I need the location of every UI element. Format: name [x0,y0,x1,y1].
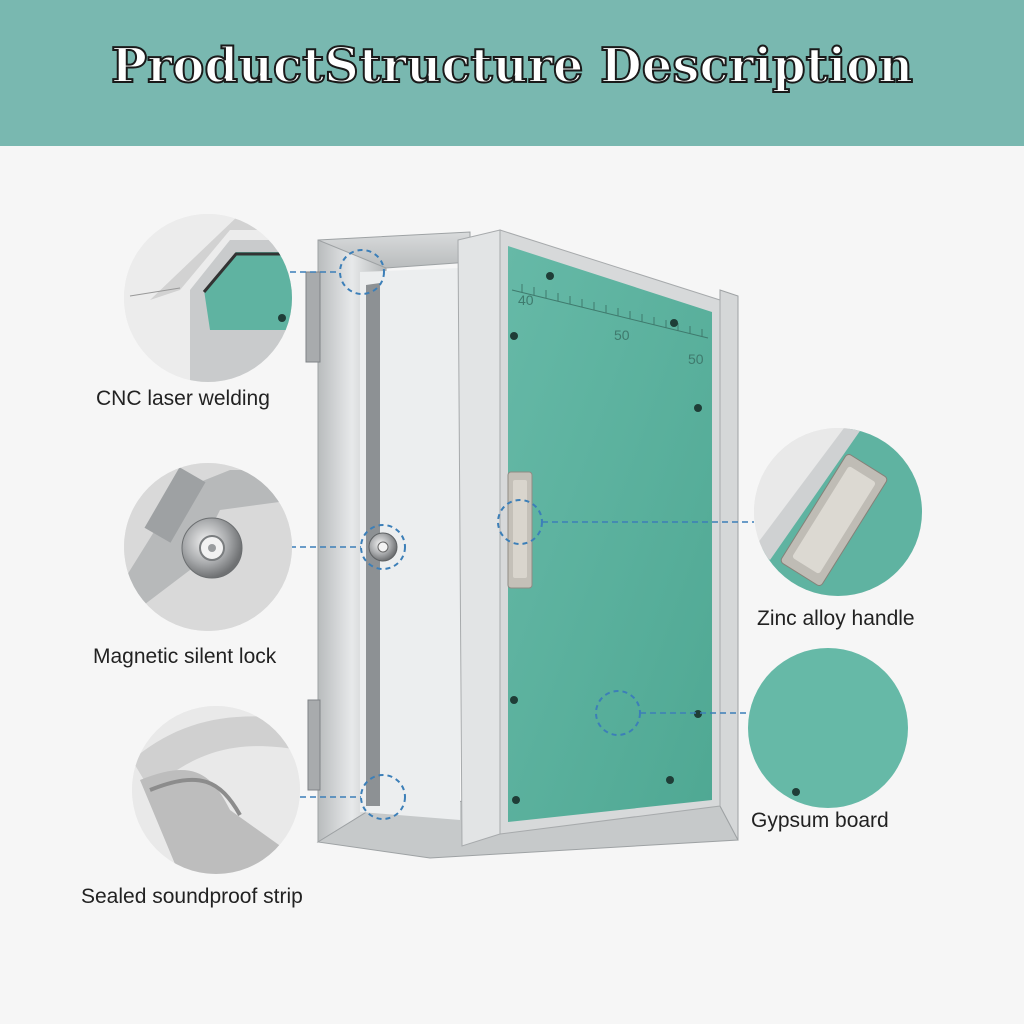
ruler-mark-50b: 50 [688,351,704,367]
detail-circle-strip [132,706,300,874]
detail-circle-gypsum [748,648,908,808]
label-magnetic-silent-lock: Magnetic silent lock [93,645,277,668]
callout-lines [290,271,754,798]
label-cnc-laser-welding: CNC laser welding [96,387,270,410]
ruler-mark-40: 40 [518,292,534,308]
label-sealed-soundproof-strip: Sealed soundproof strip [81,885,303,908]
access-panel-door: 40 50 50 [457,229,721,847]
gypsum-board-surface [508,246,712,822]
detail-circle-lock [124,463,292,631]
ruler-mark-50: 50 [614,327,630,343]
detail-circle-welding [124,214,292,382]
label-gypsum-board: Gypsum board [751,809,889,832]
header-banner: ProductStructure Description [0,0,1024,146]
detail-circle-handle [754,428,922,596]
page-title: ProductStructure Description [110,37,914,95]
label-zinc-alloy-handle: Zinc alloy handle [757,607,915,630]
